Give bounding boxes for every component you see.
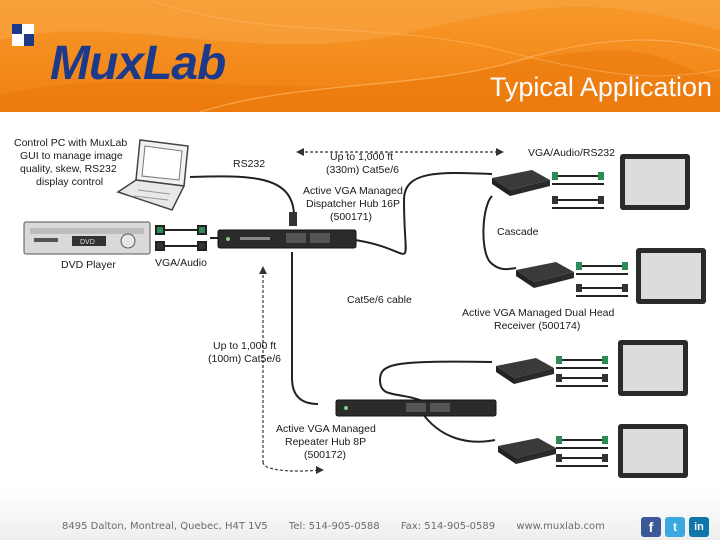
dispatcher-hub	[217, 229, 357, 249]
label-receiver-2: Receiver (500174)	[494, 320, 580, 332]
label-cascade: Cascade	[497, 226, 539, 238]
label-control-pc-2: GUI to manage image	[20, 150, 123, 162]
footer-fax: Fax: 514-905-0589	[400, 521, 496, 532]
label-rs232: RS232	[233, 158, 265, 170]
dispatcher-to-repeater-cable	[290, 252, 319, 405]
dvd-player: DVD	[23, 221, 151, 255]
slide-title: Typical Application	[489, 72, 712, 102]
label-dispatcher-2: Dispatcher Hub 16P	[306, 198, 400, 210]
repeater-to-receiver4-cable	[419, 409, 496, 443]
label-repeater-1: Active VGA Managed	[276, 423, 376, 435]
display-3	[618, 340, 688, 396]
receiver-output-connectors	[552, 172, 628, 462]
footer-web-link[interactable]: www.muxlab.com	[516, 521, 605, 532]
diagram-panel: Control PC with MuxLab GUI to manage ima…	[14, 126, 706, 478]
repeater-hub	[335, 399, 497, 417]
logo-wordmark: MuxLab	[50, 37, 226, 90]
rs232-connector	[289, 212, 297, 226]
facebook-icon[interactable]: f	[641, 517, 661, 537]
footer-address: 8495 Dalton, Montreal, Quebec, H4T 1V5	[62, 521, 268, 532]
distance-arrows	[259, 148, 504, 474]
label-cat-cable: Cat5e/6 cable	[347, 294, 412, 306]
twitter-icon[interactable]: t	[665, 517, 685, 537]
label-vga-audio: VGA/Audio	[155, 257, 207, 269]
logo-mark-icon	[12, 24, 34, 46]
label-up-100-1: Up to 1,000 ft	[213, 340, 276, 352]
label-up-330-2: (330m) Cat5e/6	[326, 164, 399, 176]
rs232-cable	[189, 175, 295, 215]
label-dvd-player: DVD Player	[61, 259, 116, 271]
label-up-100-2: (100m) Cat5e/6	[208, 353, 281, 365]
muxlab-logo[interactable]: MuxLab	[10, 14, 250, 88]
footer: 8495 Dalton, Montreal, Quebec, H4T 1V5 T…	[0, 490, 720, 540]
repeater-to-receiver3-cable	[378, 360, 493, 405]
display-2	[636, 248, 706, 304]
receiver-1	[492, 170, 550, 196]
label-control-pc-4: display control	[36, 176, 103, 188]
display-1	[620, 154, 690, 210]
label-up-330-1: Up to 1,000 ft	[330, 151, 393, 163]
cascade-cable	[482, 195, 517, 271]
linkedin-icon[interactable]: in	[689, 517, 709, 537]
application-diagram: Control PC with MuxLab GUI to manage ima…	[14, 137, 706, 478]
dispatcher-to-receiver1-cable	[354, 172, 493, 255]
label-dispatcher-3: (500171)	[330, 211, 372, 223]
dvd-display: DVD	[80, 239, 95, 246]
footer-tel: Tel: 514-905-0588	[288, 521, 380, 532]
header-banner: MuxLab Typical Application	[0, 0, 720, 112]
receiver-4	[498, 438, 556, 464]
display-4	[618, 424, 688, 478]
control-pc-laptop	[116, 139, 189, 211]
label-control-pc-1: Control PC with MuxLab	[14, 137, 127, 149]
dvd-connectors	[155, 225, 207, 251]
label-dispatcher-1: Active VGA Managed	[303, 185, 403, 197]
receiver-output-cables	[552, 175, 628, 467]
label-repeater-3: (500172)	[304, 449, 346, 461]
label-vga-audio-rs232: VGA/Audio/RS232	[528, 147, 615, 159]
receiver-3	[496, 358, 554, 384]
label-repeater-2: Repeater Hub 8P	[285, 436, 366, 448]
header-wave-decoration	[0, 0, 720, 112]
footer-contact: 8495 Dalton, Montreal, Quebec, H4T 1V5 T…	[62, 521, 623, 532]
label-control-pc-3: quality, skew, RS232	[20, 163, 117, 175]
receiver-2	[516, 262, 574, 288]
cables	[189, 172, 517, 443]
label-receiver-1: Active VGA Managed Dual Head	[462, 307, 614, 319]
